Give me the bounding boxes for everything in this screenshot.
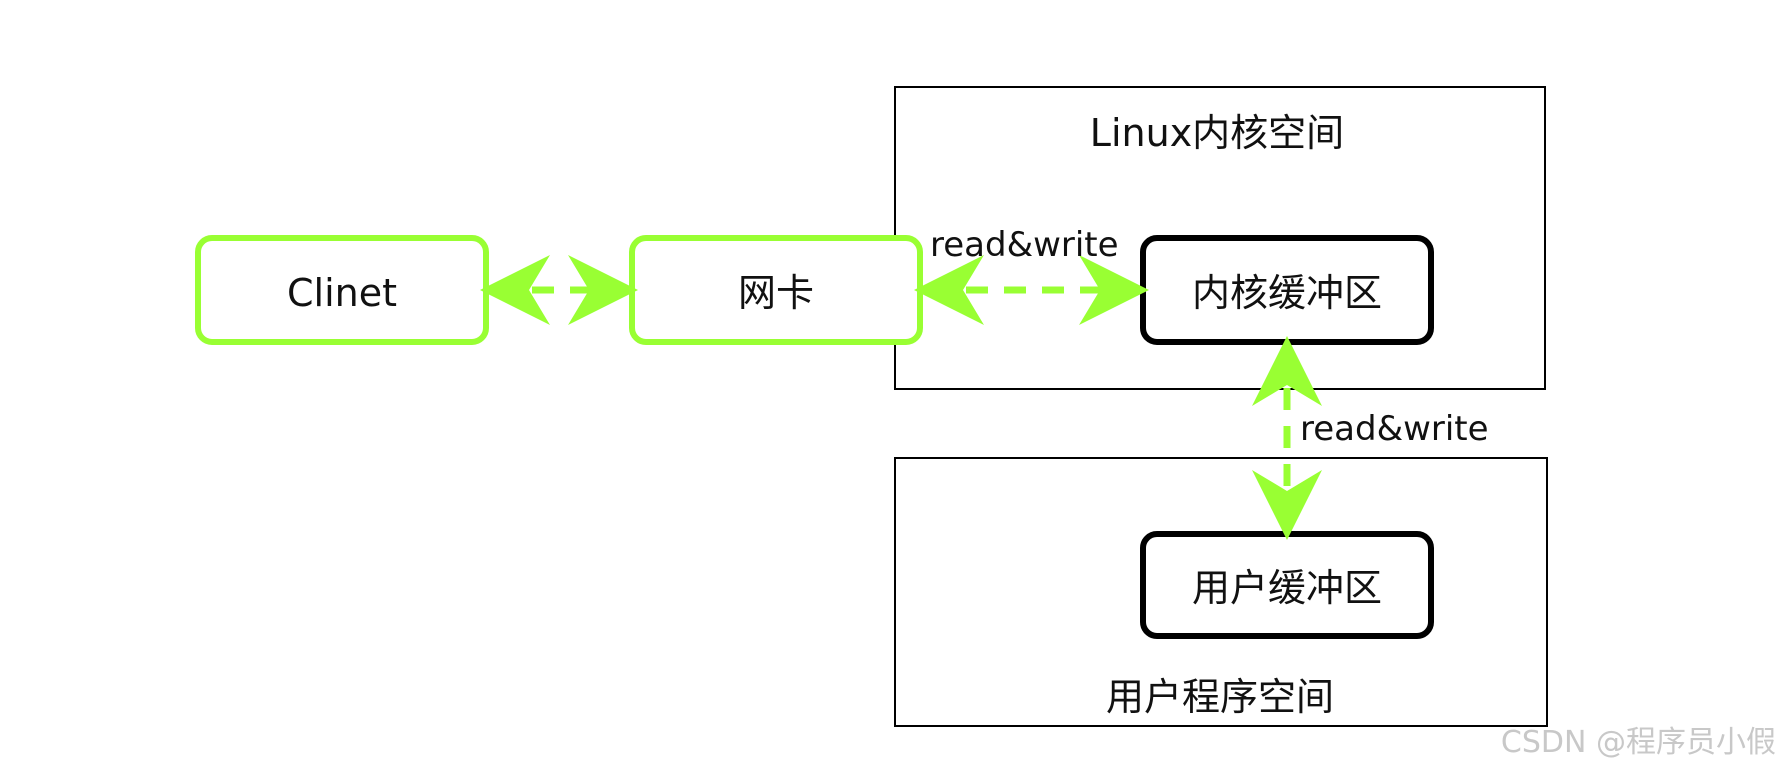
kernel-space-label: Linux内核空间 [1090,111,1344,155]
nic-node: 网卡 [629,235,923,345]
kernel-space-region: Linux内核空间 [894,86,1546,390]
kernel-buffer-node: 内核缓冲区 [1140,235,1434,345]
kernel-buffer-label: 内核缓冲区 [1192,271,1382,315]
kernel-user-edge-label: read&write [1300,409,1489,449]
user-space-label: 用户程序空间 [1106,675,1334,719]
client-label: Clinet [287,271,397,315]
user-space-region: 用户程序空间 [894,457,1548,727]
user-buffer-label: 用户缓冲区 [1192,566,1382,610]
csdn-watermark: CSDN @程序员小假 [1501,725,1776,760]
user-buffer-node: 用户缓冲区 [1140,531,1434,639]
client-node: Clinet [195,235,489,345]
nic-label: 网卡 [738,271,814,315]
nic-kernel-edge-label: read&write [930,225,1119,265]
user-space-frame [894,457,1548,727]
